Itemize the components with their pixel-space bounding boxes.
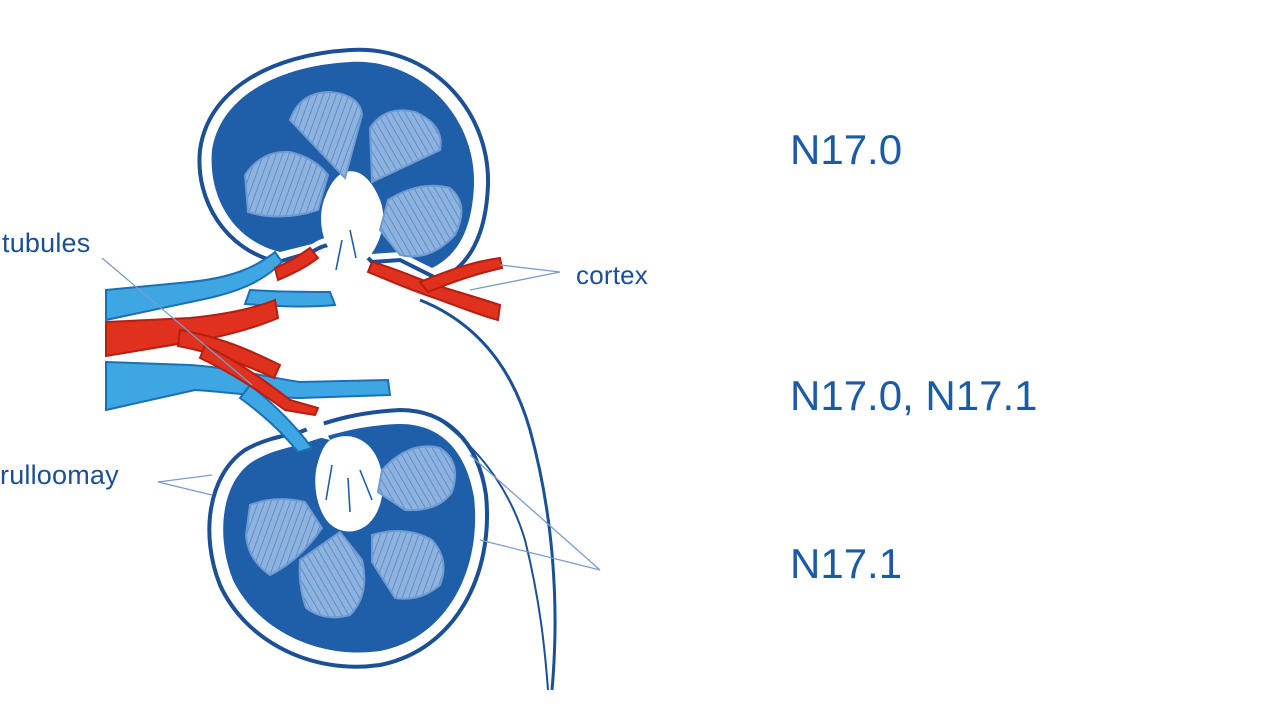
lower-leader-line-2 bbox=[479, 539, 601, 571]
code-n17-0: N17.0 bbox=[790, 126, 903, 173]
tubules-leader-line bbox=[101, 257, 253, 386]
cortex-leader-line-2 bbox=[499, 264, 561, 273]
renal-hilum bbox=[288, 262, 350, 440]
cortex-leader-line-1 bbox=[469, 271, 561, 291]
renal-arteries bbox=[105, 246, 504, 417]
medulla-leader-line-2 bbox=[157, 481, 213, 496]
code-n17-0-n17-1: N17.0, N17.1 bbox=[790, 372, 1038, 419]
code-n17-1: N17.1 bbox=[790, 540, 903, 587]
label-cortex: cortex bbox=[576, 260, 649, 290]
label-tubules: tubules bbox=[2, 228, 91, 258]
branching-vessels-dark bbox=[325, 229, 373, 513]
medulla-leader-line-1 bbox=[157, 474, 213, 483]
leader-lines bbox=[101, 257, 601, 571]
upper-pyramids bbox=[243, 90, 463, 258]
lower-leader-line-1 bbox=[469, 454, 601, 571]
lower-pyramids bbox=[244, 445, 456, 619]
ureter bbox=[419, 298, 557, 691]
label-medulla: rulloomay bbox=[0, 460, 119, 490]
